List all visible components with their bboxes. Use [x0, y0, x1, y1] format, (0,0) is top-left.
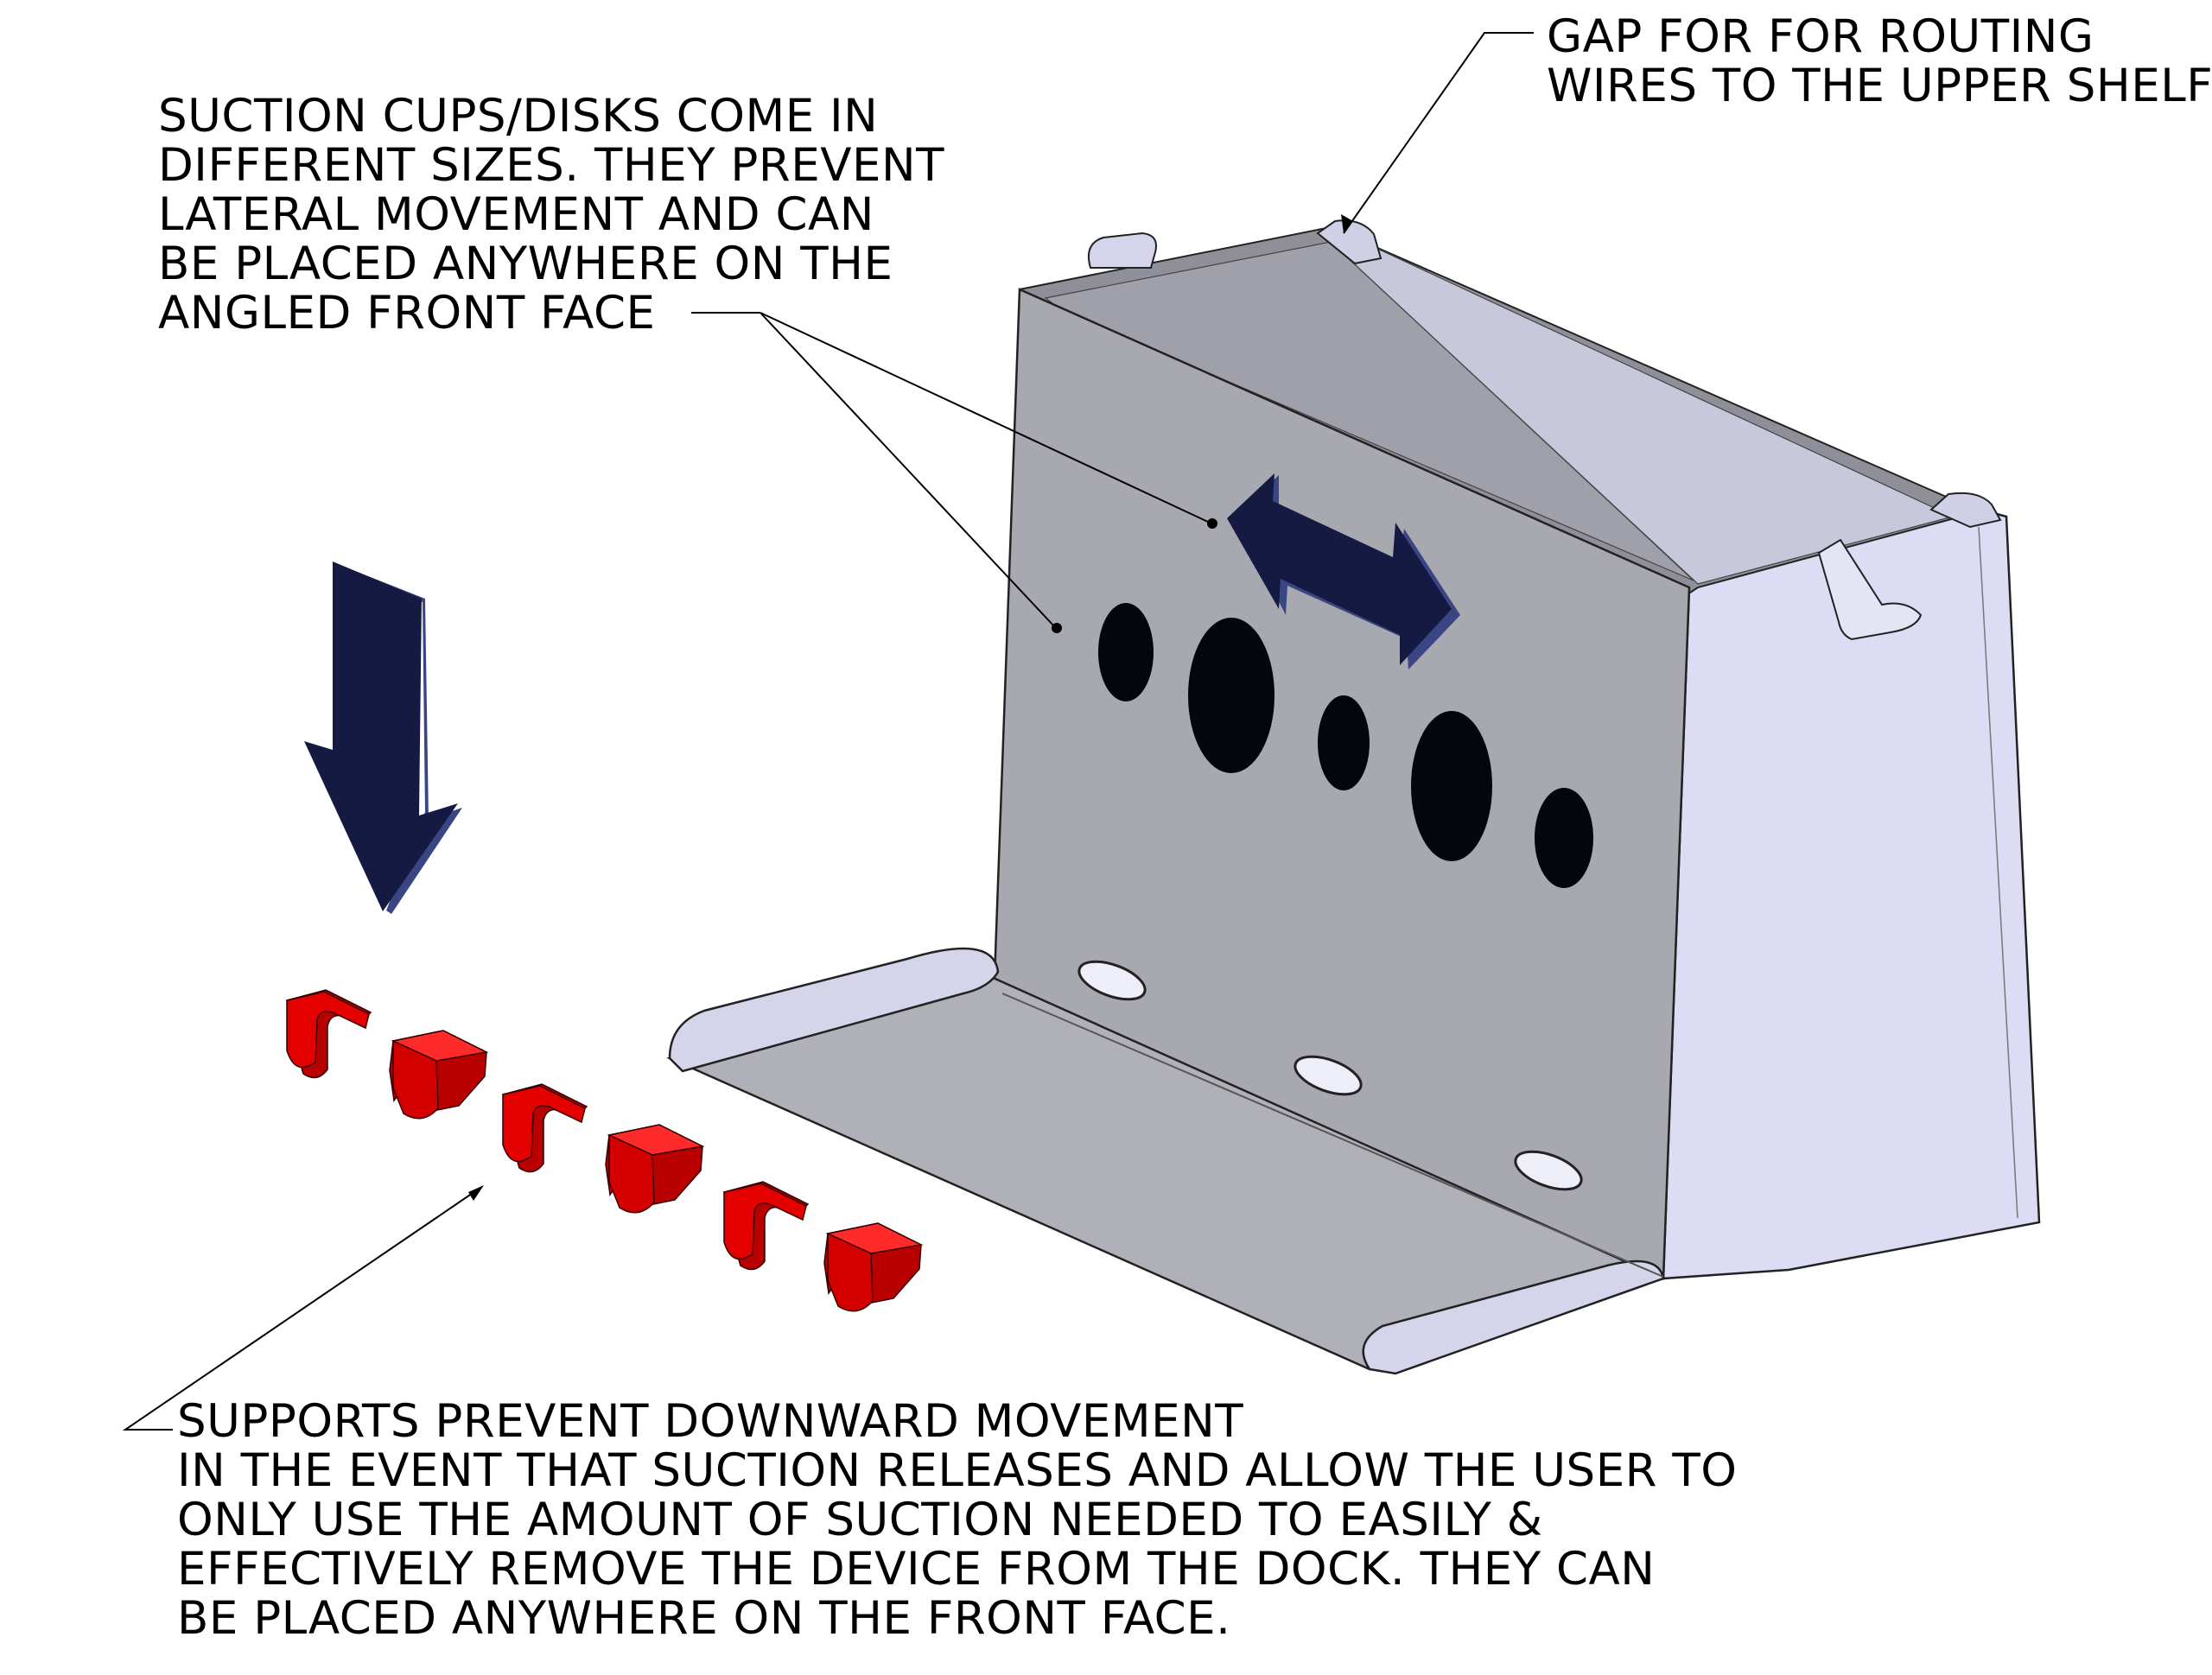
support-clip: [723, 1181, 924, 1312]
suction-hole: [1535, 788, 1593, 888]
gap-callout-line-1: GAP FOR FOR ROUTING: [1547, 10, 2094, 63]
dock-tray-lip-left: [668, 947, 1000, 1073]
suction-hole: [1318, 695, 1370, 790]
side-tab-right: [1929, 492, 2002, 529]
suction-leader-dot: [1207, 518, 1217, 529]
lateral-movement-arrow: [1227, 473, 1460, 669]
support-clip: [286, 989, 489, 1120]
side-clip: [1817, 538, 1923, 641]
side-tab-top: [1316, 219, 1382, 265]
support-clips: [286, 989, 924, 1312]
supports-leader-arrowhead: [468, 1185, 484, 1201]
lateral-arrow-body: [1227, 473, 1452, 665]
down-arrow-body: [304, 562, 458, 911]
supports-callout-line-5: BE PLACED ANYWHERE ON THE FRONT FACE.: [177, 1592, 1231, 1645]
suction-leader-line: [760, 312, 1211, 523]
supports-callout-line-2: IN THE EVENT THAT SUCTION RELEASES AND A…: [177, 1444, 1738, 1497]
suction-leader-dot: [1052, 623, 1062, 633]
suction-leader-line: [760, 312, 1055, 627]
wire-gap-tab: [1087, 232, 1157, 269]
support-slot: [1514, 1150, 1583, 1191]
suction-hole: [1188, 618, 1274, 773]
leader-lines: [122, 32, 1534, 1431]
gap-callout-line-2: WIRES TO THE UPPER SHELF: [1547, 60, 2212, 112]
suction-callout: SUCTION CUPS/DISKS COME IN DIFFERENT SIZ…: [158, 92, 944, 338]
supports-callout-line-1: SUPPORTS PREVENT DOWNWARD MOVEMENT: [177, 1395, 1244, 1448]
gap-leader-line: [1343, 32, 1534, 234]
dock-tray-fold: [1001, 993, 1664, 1278]
supports-callout: SUPPORTS PREVENT DOWNWARD MOVEMENT IN TH…: [177, 1397, 1737, 1643]
suction-hole: [1098, 603, 1154, 701]
dock-side-edge: [1978, 526, 2018, 1219]
gap-leader-arrowhead: [1341, 214, 1353, 233]
suction-callout-line-5: ANGLED FRONT FACE: [158, 287, 656, 339]
suction-callout-line-1: SUCTION CUPS/DISKS COME IN: [158, 90, 879, 143]
suction-callout-line-2: DIFFERENT SIZES. THEY PREVENT: [158, 139, 944, 192]
support-slot: [1294, 1055, 1363, 1096]
support-slot: [1077, 960, 1147, 1001]
gap-callout: GAP FOR FOR ROUTING WIRES TO THE UPPER S…: [1547, 12, 2212, 111]
supports-callout-line-4: EFFECTIVELY REMOVE THE DEVICE FROM THE D…: [177, 1543, 1656, 1596]
suction-hole: [1411, 711, 1492, 861]
suction-callout-line-4: BE PLACED ANYWHERE ON THE: [158, 238, 893, 290]
dock-tray-lip-front: [1362, 1259, 1665, 1375]
dock-assembly: [666, 219, 2041, 1375]
supports-callout-line-3: ONLY USE THE AMOUNT OF SUCTION NEEDED TO…: [177, 1494, 1543, 1546]
downward-movement-arrow: [304, 562, 462, 914]
suction-callout-line-3: LATERAL MOVEMENT AND CAN: [158, 188, 874, 241]
supports-leader-line: [122, 1189, 479, 1431]
support-clip: [502, 1083, 705, 1214]
